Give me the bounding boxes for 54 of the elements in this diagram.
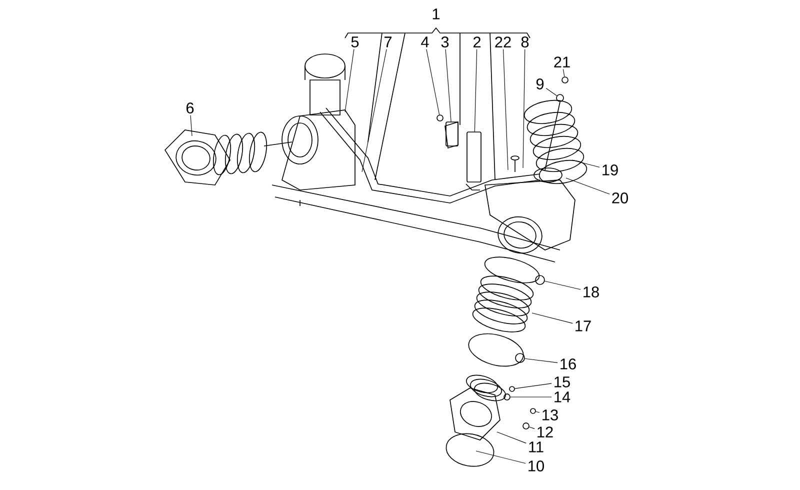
callout-number: 8 [521,36,529,48]
leader-line [510,396,552,398]
callout-number: 12 [538,426,553,438]
washer [504,394,510,400]
callout-number: 14 [554,392,570,402]
leader-line [445,49,452,122]
callout-number: 17 [576,320,591,332]
callout-number: 15 [554,376,570,388]
callout-number: 10 [528,460,544,472]
callout-number: 19 [602,164,618,176]
leader-line [522,49,526,168]
washer [436,114,444,122]
leader-line [572,160,600,168]
leader-line [362,48,387,172]
leader-line [562,68,565,77]
washer [515,353,525,363]
washer [562,76,568,84]
leader-line [544,280,581,290]
callout-number: 6 [186,102,194,114]
callout-number: 13 [542,410,558,420]
leader-line [546,88,558,96]
washer [509,386,515,392]
leader-line [536,411,540,413]
callout-number: 22 [495,36,511,48]
callout-number: 9 [536,78,544,90]
bracket-part [446,122,458,146]
leader-line [514,383,552,389]
washer [522,422,530,430]
callout-number: 7 [384,36,392,48]
callout-number: 11 [529,442,544,452]
leader-line [476,450,526,464]
bracket-part [466,132,482,182]
washer [530,408,536,414]
callout-number: 21 [554,56,570,68]
callout-number: 3 [441,36,449,48]
callout-number: 18 [584,286,599,298]
callout-number: 2 [473,36,481,48]
leader-line [190,115,192,136]
leader-line [426,48,440,115]
leader-line [532,312,573,324]
leader-line [529,426,535,429]
leader-line [344,48,354,112]
leader-line [503,48,508,170]
callout-number: 4 [421,36,429,48]
leader-line [524,358,558,363]
washer [556,94,564,102]
callout-number: 5 [351,36,359,48]
callout-number: 1 [432,8,440,20]
callout-number: 16 [560,358,576,370]
leader-line [566,178,610,194]
leader-line [496,432,526,444]
washer [535,275,545,285]
leader-line [474,48,478,132]
callout-number: 20 [612,192,628,204]
